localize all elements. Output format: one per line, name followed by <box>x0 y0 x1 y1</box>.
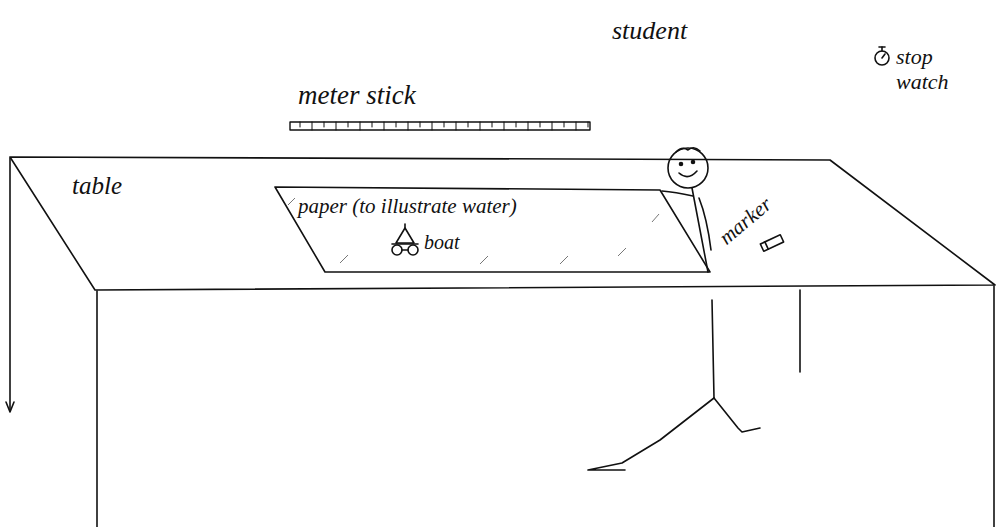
meter-stick-label: meter stick <box>298 80 416 111</box>
stopwatch-label: stop watch <box>896 44 970 95</box>
table-top-outline <box>8 155 998 295</box>
table-top-shape <box>10 157 995 290</box>
marker-pen <box>760 235 783 252</box>
water-hatch <box>652 214 659 222</box>
boat-drawing <box>392 224 418 255</box>
student-figure <box>588 148 760 470</box>
water-hatch <box>618 248 626 256</box>
paper-water-area: paper (to illustrate water) boat <box>273 185 713 275</box>
student-label: student <box>612 16 687 46</box>
paper-label: paper (to illustrate water) <box>298 194 517 218</box>
water-hatch <box>340 255 348 263</box>
water-hatch <box>560 256 568 264</box>
marker-label: marker <box>714 192 776 249</box>
table-label: table <box>72 172 122 201</box>
paper-water-area-shape <box>275 187 710 272</box>
water-hatch <box>288 198 295 205</box>
table-top: table marker paper (to illustrate water) bo… <box>8 155 998 295</box>
meter-stick <box>290 122 590 130</box>
table-legs <box>6 158 994 527</box>
water-hatch <box>480 256 488 264</box>
boat-label: boat <box>424 231 460 254</box>
stopwatch-icon <box>875 47 889 65</box>
